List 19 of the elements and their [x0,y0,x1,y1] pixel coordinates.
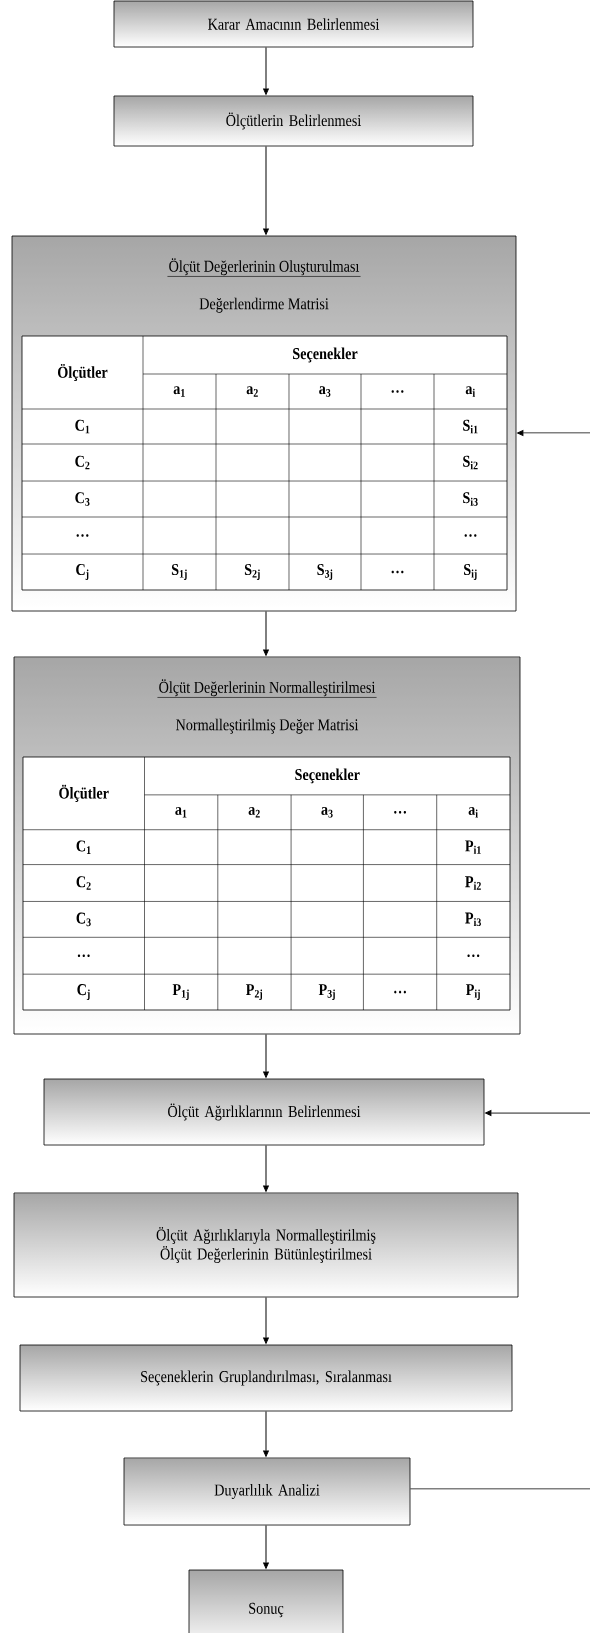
matrix-table: Ölçütler Seçenekler a$_{1}$ a$_{2}$ a$_{3}$ … a$_{i}$ C$_{1}$ P$_{i1}$ C$_{2}$ P$_{i2}$ C$_{3}$ P$_{i3}$ … … C$_{j}$ P$_{1j}$ P$_{2j}$ P$_{3j}$ … P$_{ij}$ [22,756,511,1011]
arrow [263,610,269,656]
arrow [263,1144,269,1192]
arrow [263,1524,269,1569]
arrow [263,145,269,235]
arrow [263,46,269,95]
process-box: Duyarlılık Analizi [123,1457,411,1526]
process-box: Seçeneklerin Gruplandırılması, Sıralanması [19,1344,513,1412]
process-box: Ölçüt Ağırlıklarıyla Normalleştirilmiş Ölçüt Değerlerinin Bütünleştirilmesi [13,1192,519,1298]
matrix-table: Ölçütler Seçenekler a$_{1}$ a$_{2}$ a$_{3}$ … a$_{i}$ C$_{1}$ S$_{i1}$ C$_{2}$ S$_{i2}$ C$_{3}$ S$_{i3}$ … … C$_{j}$ S$_{1j}$ S$_{2j}$ S$_{3j}$ … S$_{ij}$ [21,335,508,591]
arrow [517,430,590,436]
process-box: Sonuç [188,1569,344,1633]
process-box: Ölçütlerin Belirlenmesi [113,95,474,147]
arrow [263,1296,269,1344]
process-box: Ölçüt Ağırlıklarının Belirlenmesi [43,1078,485,1146]
arrow [263,1033,269,1078]
arrow [263,1410,269,1457]
arrow [485,1110,590,1116]
process-box: Karar Amacının Belirlenmesi [113,0,474,48]
